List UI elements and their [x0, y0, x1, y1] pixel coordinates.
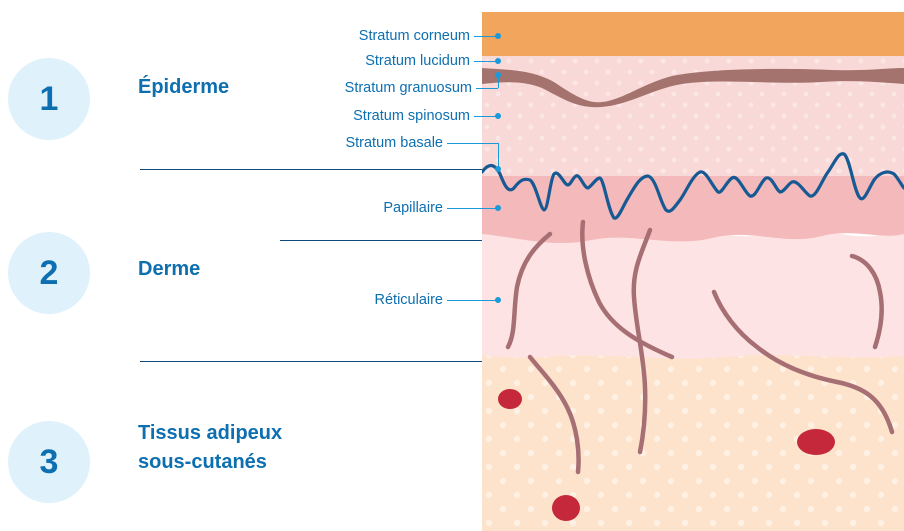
- divider-epiderme-derme: [140, 169, 496, 170]
- label-stratum-granulosum: Stratum granuosum: [345, 80, 472, 96]
- dot-stratum-basale: [495, 166, 501, 172]
- leader-stratum-granulosum: [476, 88, 498, 89]
- label-stratum-basale: Stratum basale: [345, 135, 443, 151]
- blood-cell: [552, 495, 580, 521]
- blood-cell: [797, 429, 835, 455]
- leader-stratum-basale: [447, 143, 498, 144]
- section-title-line-2: sous-cutanés: [138, 448, 282, 477]
- dot-stratum-corneum: [495, 33, 501, 39]
- divider-derme-hypoderme: [140, 361, 485, 362]
- divider-derme-inner: [280, 240, 486, 241]
- reticular-dermis-layer: [482, 231, 904, 358]
- leader-stratum-granulosum-vertical: [498, 75, 499, 88]
- label-papillaire: Papillaire: [383, 200, 443, 216]
- section-number-1: 1: [8, 58, 90, 140]
- dot-stratum-spinosum: [495, 113, 501, 119]
- section-title-line-1: Tissus adipeux: [138, 419, 282, 448]
- leader-reticulaire: [447, 300, 498, 301]
- skin-cross-section: [482, 12, 904, 531]
- leader-papillaire: [447, 208, 498, 209]
- dot-papillaire: [495, 205, 501, 211]
- section-title-tissus-adipeux: Tissus adipeux sous-cutanés: [138, 419, 282, 477]
- label-reticulaire: Réticulaire: [375, 292, 444, 308]
- dot-stratum-lucidum: [495, 58, 501, 64]
- stratum-corneum-band: [482, 12, 904, 56]
- section-title-epiderme: Épiderme: [138, 73, 229, 102]
- section-title-derme: Derme: [138, 255, 200, 284]
- label-stratum-corneum: Stratum corneum: [359, 28, 470, 44]
- section-number-3: 3: [8, 421, 90, 503]
- blood-cell: [498, 389, 522, 409]
- section-number-2: 2: [8, 232, 90, 314]
- label-stratum-spinosum: Stratum spinosum: [353, 108, 470, 124]
- dot-reticulaire: [495, 297, 501, 303]
- label-stratum-lucidum: Stratum lucidum: [365, 53, 470, 69]
